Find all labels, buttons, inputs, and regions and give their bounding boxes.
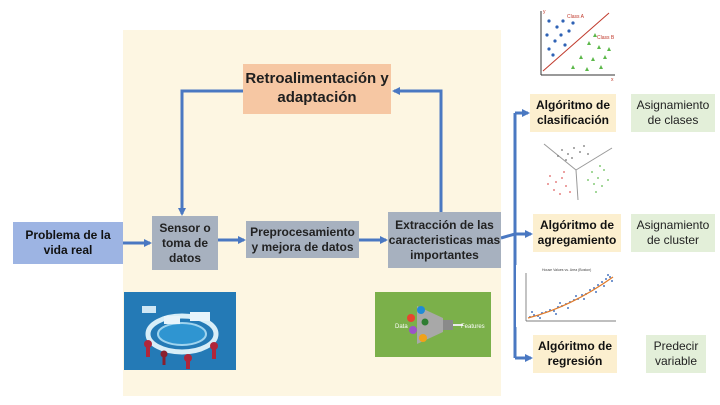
problem-node: Problema de la vida real (13, 222, 123, 264)
cluster-assignment-result: Asignamiento de cluster (631, 214, 715, 252)
funnel-features-label: Features (461, 324, 485, 330)
feature-extraction-illustration: Data Features (375, 292, 491, 357)
classification-algorithm-node: Algóritmo de clasificación (530, 94, 616, 132)
preprocessing-node: Preprocesamiento y mejora de datos (246, 221, 359, 258)
regression-algorithm-node: Algóritmo de regresión (533, 335, 617, 373)
class-b-label: Class B (597, 35, 615, 41)
data-sensing-illustration (124, 292, 236, 370)
clustering-algorithm-node: Algóritmo de agregamiento (533, 214, 621, 252)
x-axis-label: x (611, 77, 614, 81)
funnel-data-label: Data (395, 324, 408, 330)
regression-thumbnail: House Values vs. Area (Boston) (516, 265, 620, 327)
clustering-thumbnail (536, 140, 616, 202)
regression-title: House Values vs. Area (Boston) (542, 268, 591, 272)
arrow-extract-branch (500, 232, 516, 240)
sensor-node: Sensor o toma de datos (152, 216, 218, 270)
classification-thumbnail: Class A Class B y x (533, 7, 617, 81)
predict-variable-result: Predecir variable (646, 335, 706, 373)
y-axis-label: y (543, 9, 546, 15)
feedback-node: Retroalimentación y adaptación (243, 64, 391, 114)
class-a-label: Class A (567, 14, 585, 20)
arrow-feedback-sensor (178, 89, 243, 216)
class-assignment-result: Asignamiento de clases (631, 94, 715, 132)
arrow-extract-feedback (392, 87, 443, 212)
feature-extraction-node: Extracción de las caracteristicas mas im… (388, 212, 501, 268)
